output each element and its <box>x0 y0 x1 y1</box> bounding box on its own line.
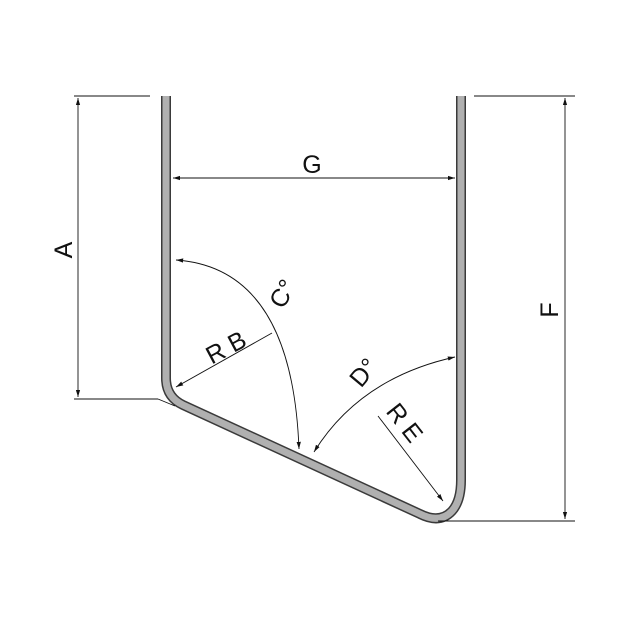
label-d-angle: D° <box>344 353 383 392</box>
label-g: G <box>302 151 321 179</box>
label-f: F <box>536 302 564 317</box>
radius-b-line <box>175 332 273 388</box>
profile-shape <box>161 96 466 524</box>
radius-e-line <box>377 415 444 502</box>
extension-line-diag <box>157 398 176 407</box>
label-a: A <box>50 241 78 258</box>
label-c-angle: C° <box>264 275 302 313</box>
angle-d-arc <box>313 356 456 453</box>
angle-c-arc <box>175 258 301 450</box>
label-radius-b: R B <box>201 326 251 370</box>
label-radius-e: R E <box>380 398 428 448</box>
